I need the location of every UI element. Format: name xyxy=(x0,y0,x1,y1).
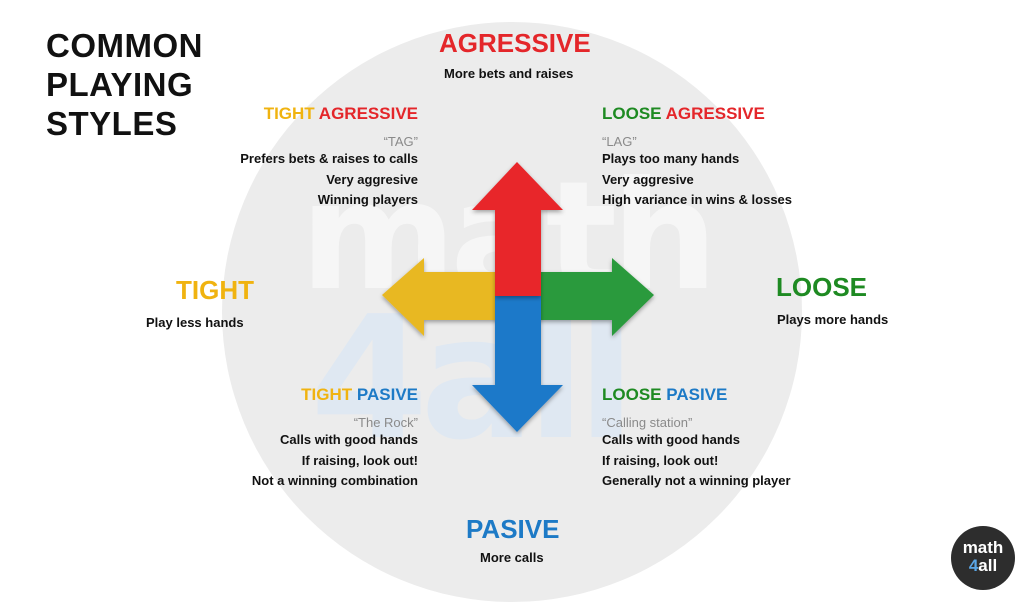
quadrant-line: Calls with good hands xyxy=(602,432,740,447)
title-line-1: COMMON xyxy=(46,27,203,64)
heading-word-1: TIGHT xyxy=(263,104,315,123)
down-arrow xyxy=(472,296,563,432)
heading-word-1: TIGHT xyxy=(301,385,353,404)
quadrant-tight-agressive: TIGHT AGRESSIVE “TAG” Prefers bets & rai… xyxy=(240,104,418,211)
math4all-logo[interactable]: math 4all xyxy=(951,526,1015,590)
page-title: COMMON PLAYING STYLES xyxy=(46,26,203,143)
logo-line-2-text: all xyxy=(978,556,998,575)
title-line-3: STYLES xyxy=(46,105,178,142)
axis-top-desc: More bets and raises xyxy=(444,66,574,81)
quadrant-line: Very aggresive xyxy=(326,171,418,187)
quadrant-alias: “LAG” xyxy=(602,134,637,149)
quadrant-line: If raising, look out! xyxy=(301,452,418,468)
logo-line-2: 4all xyxy=(951,556,1015,576)
quadrant-line: Very aggresive xyxy=(602,171,694,187)
quadrant-line: Not a winning combination xyxy=(251,473,418,488)
quadrant-line: Calls with good hands xyxy=(280,432,418,447)
quadrant-line: High variance in wins & losses xyxy=(602,192,793,207)
heading-word-2: AGRESSIVE xyxy=(318,104,418,123)
heading-word-1: LOOSE xyxy=(602,104,662,123)
quadrant-alias: “Calling station” xyxy=(602,415,693,430)
quadrant-alias: “TAG” xyxy=(383,134,418,149)
quadrant-line: If raising, look out! xyxy=(602,452,719,468)
axis-right-label: LOOSE xyxy=(776,272,868,302)
up-arrow xyxy=(472,162,563,296)
title-line-2: PLAYING xyxy=(46,66,194,103)
quadrant-heading: TIGHT PASIVE xyxy=(252,385,418,405)
axis-left-label: TIGHT xyxy=(176,275,254,305)
axis-bottom-desc: More calls xyxy=(480,550,544,565)
quadrant-heading: LOOSE PASIVE xyxy=(602,385,791,405)
quadrant-tight-pasive: TIGHT PASIVE “The Rock” Calls with good … xyxy=(252,385,418,492)
left-arrow xyxy=(382,258,517,336)
heading-word-1: LOOSE xyxy=(602,385,662,404)
quadrant-loose-pasive: LOOSE PASIVE “Calling station” Calls wit… xyxy=(602,385,791,492)
heading-word-2: PASIVE xyxy=(666,385,728,404)
right-arrow xyxy=(517,258,654,336)
quadrant-line: Prefers bets & raises to calls xyxy=(240,151,418,166)
axis-right-desc: Plays more hands xyxy=(777,312,889,327)
quadrant-line: Winning players xyxy=(317,192,418,207)
logo-accent: 4 xyxy=(968,556,979,575)
axis-bottom-label: PASIVE xyxy=(466,514,560,544)
quadrant-loose-agressive: LOOSE AGRESSIVE “LAG” Plays too many han… xyxy=(602,104,792,211)
logo-line-1: math xyxy=(962,538,1004,557)
heading-word-2: PASIVE xyxy=(356,385,418,404)
axis-left-desc: Play less hands xyxy=(146,315,244,330)
quadrant-line: Plays too many hands xyxy=(602,151,740,166)
quadrant-line: Generally not a winning player xyxy=(602,473,791,488)
quadrant-heading: TIGHT AGRESSIVE xyxy=(240,104,418,124)
quadrant-heading: LOOSE AGRESSIVE xyxy=(602,104,792,124)
axis-top-label: AGRESSIVE xyxy=(439,28,591,58)
quadrant-alias: “The Rock” xyxy=(353,415,418,430)
heading-word-2: AGRESSIVE xyxy=(665,104,765,123)
